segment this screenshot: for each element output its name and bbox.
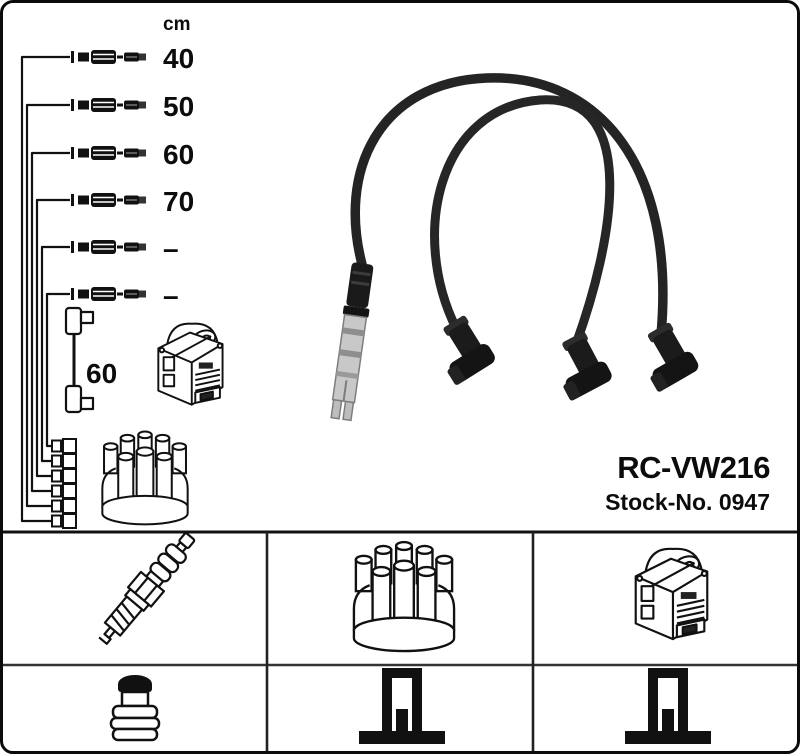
straight-metal-connector: [330, 262, 374, 422]
part-number: RC-VW216: [617, 450, 770, 485]
distributor-cap-diagram-icon: [101, 430, 189, 526]
angled-boot-icon-2: [544, 329, 615, 402]
cable-length-label-60: 60: [163, 139, 195, 170]
coil-wire-icon: [64, 306, 95, 414]
cable-loop-outer: [350, 73, 668, 340]
terminal-nut-icon: [109, 675, 161, 742]
cable-length-label-dash-2: –: [163, 280, 179, 311]
cable-nolen-icon-2: [70, 286, 147, 302]
legend-distributor-cap-icon: [352, 540, 456, 653]
cable-end-stubs: [51, 438, 77, 529]
angled-boot-icon-3: [630, 319, 701, 393]
coil-tower-connector-icon-1: [359, 668, 445, 744]
spark-plug-icon: [98, 532, 196, 645]
product-photo-cables: [330, 73, 701, 422]
cable-length-label-50: 50: [163, 91, 195, 122]
legend-ignition-coil-icon: [634, 547, 709, 641]
length-unit-label: cm: [163, 14, 191, 35]
harness-tree: [20, 55, 70, 523]
cable-length-label-dash-1: –: [163, 233, 179, 264]
cable-length-label-40: 40: [163, 43, 195, 74]
angled-boot-icon-1: [426, 312, 498, 386]
ignition-coil-diagram-icon: [157, 322, 224, 406]
cable-length-label-70: 70: [163, 186, 195, 217]
cable-40-icon: [70, 49, 147, 65]
legend-grid-lines: [3, 530, 797, 751]
cable-70-icon: [70, 192, 147, 208]
cable-loop-inner: [430, 95, 615, 349]
coil-tower-connector-icon-2: [625, 668, 711, 744]
cable-nolen-icon-1: [70, 239, 147, 255]
cable-60-icon: [70, 145, 147, 161]
coil-wire-length-label: 60: [86, 358, 118, 389]
stock-number: Stock-No. 0947: [605, 489, 770, 515]
cable-50-icon: [70, 97, 147, 113]
diagram-artwork: [3, 49, 797, 751]
